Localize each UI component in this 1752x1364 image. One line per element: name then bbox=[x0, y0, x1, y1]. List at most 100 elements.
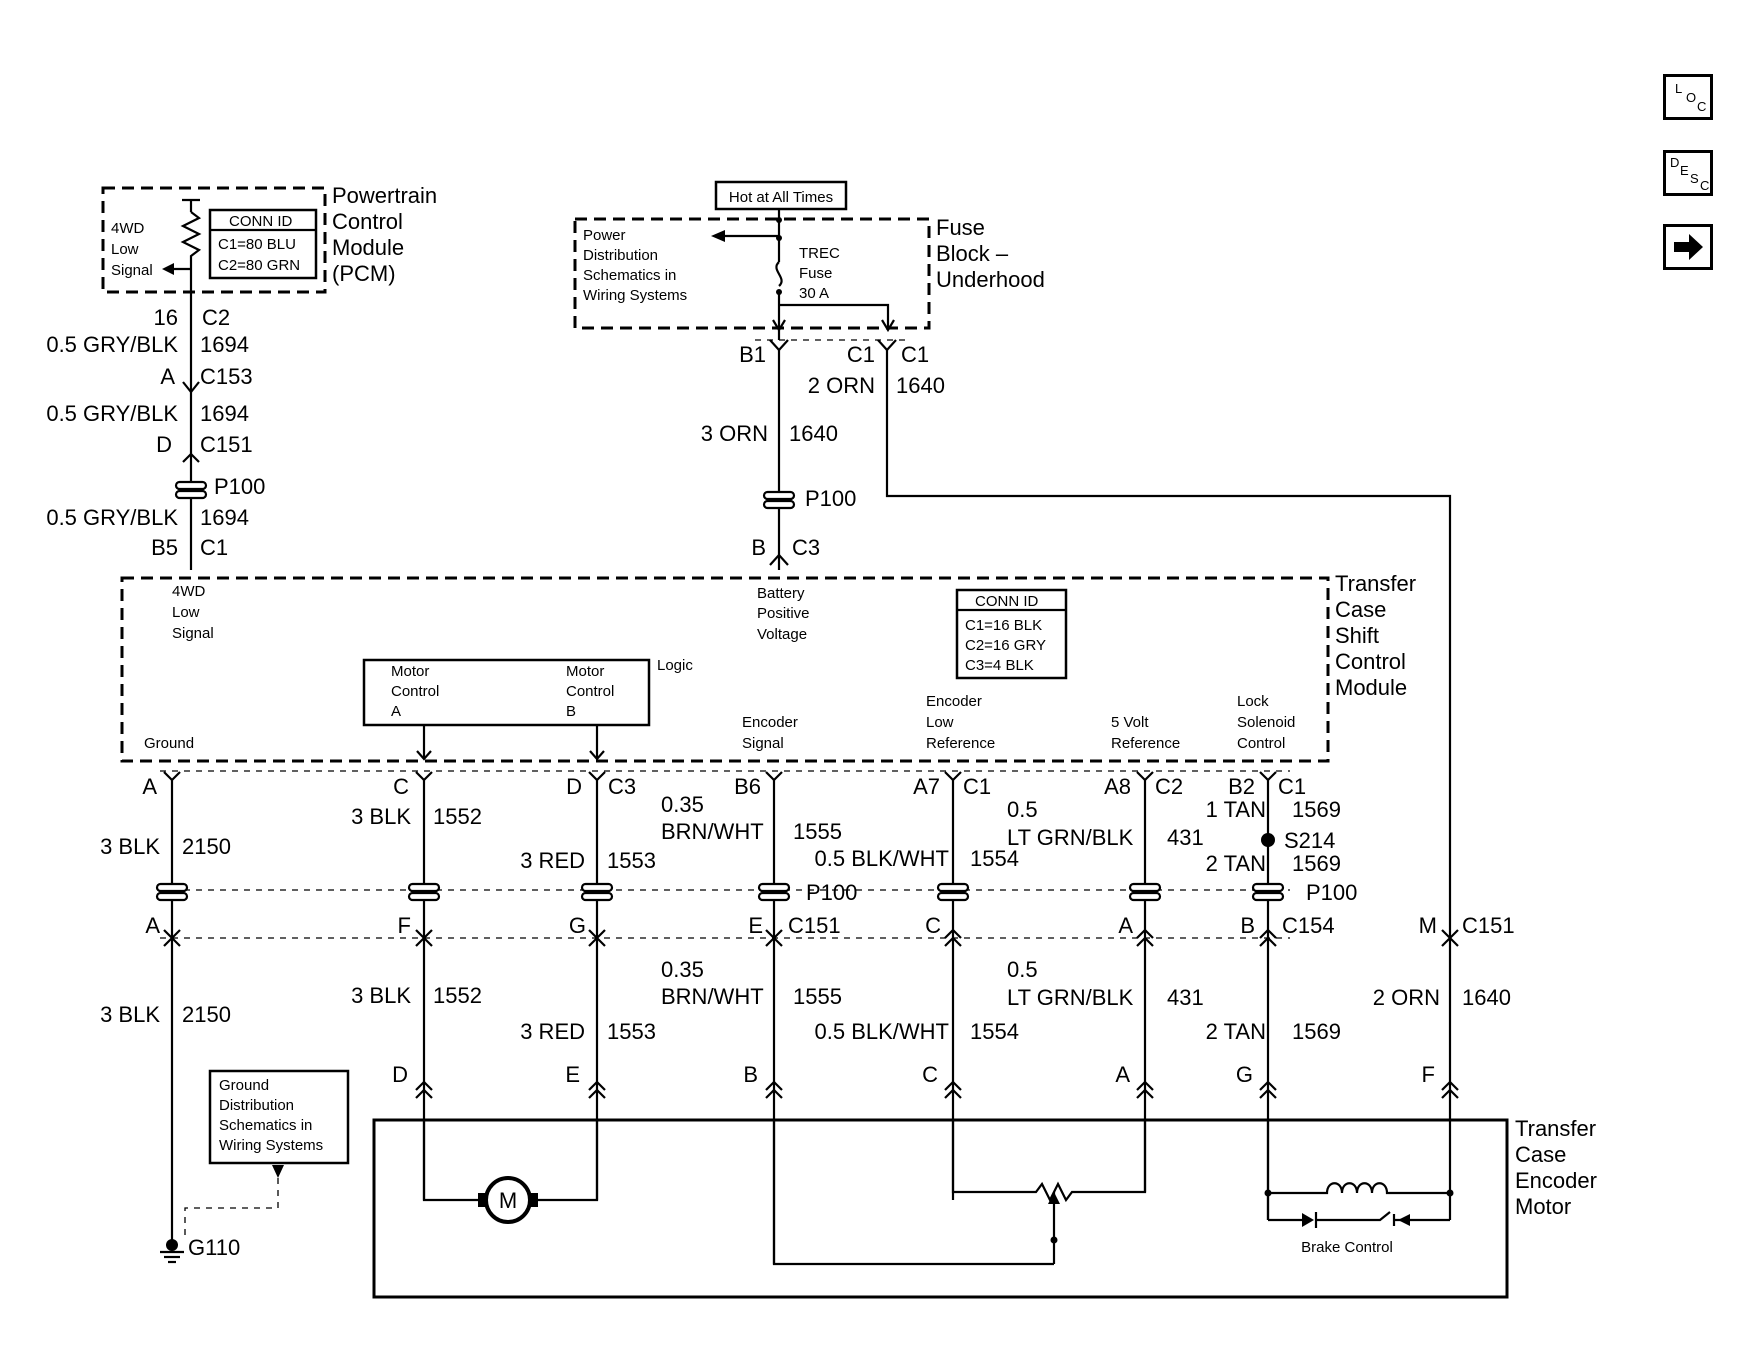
p100-connector-glyphs bbox=[155, 882, 1285, 902]
mid-p100: P100 bbox=[1306, 880, 1357, 905]
low-f: F bbox=[398, 913, 411, 938]
low-n2150: 2150 bbox=[182, 1002, 231, 1027]
mid-05: 0.5 bbox=[1007, 797, 1038, 822]
pcm-signal-1: 4WD bbox=[111, 220, 145, 237]
low-c: C bbox=[925, 913, 941, 938]
lock-solenoid-1: Lock bbox=[1237, 693, 1269, 710]
pcm-conn-id-box bbox=[208, 208, 318, 280]
mid-a: A bbox=[142, 774, 157, 799]
pcm-wire-label-7-right: 1694 bbox=[200, 505, 249, 530]
mid-ltgrn: LT GRN/BLK bbox=[1007, 825, 1134, 850]
tccm-battery-2: Positive bbox=[757, 605, 810, 622]
tccm-low-signal-3: Signal bbox=[172, 625, 214, 642]
power-ref-1: Power bbox=[583, 227, 626, 244]
mid-n1553: 1553 bbox=[607, 848, 656, 873]
encoder-title-3: Encoder bbox=[1515, 1168, 1597, 1193]
mid-1tan: 1 TAN bbox=[1206, 797, 1266, 822]
fuse-1640: 1640 bbox=[896, 373, 945, 398]
low-b: B bbox=[1240, 913, 1255, 938]
pcm-wire-label-4-left: 0.5 GRY/BLK bbox=[46, 401, 178, 426]
mid-blkwht: 0.5 BLK/WHT bbox=[815, 846, 949, 871]
five-volt-2: Reference bbox=[1111, 735, 1180, 752]
fuse-block-title-2: Block – bbox=[936, 241, 1009, 266]
motor-symbol-label: M bbox=[499, 1188, 517, 1213]
fuse-block-title-3: Underhood bbox=[936, 267, 1045, 292]
mid-n1554: 1554 bbox=[970, 846, 1019, 871]
encoder-title-2: Case bbox=[1515, 1142, 1566, 1167]
pcm-wire-label-3-right: C153 bbox=[200, 364, 253, 389]
pcm-title-1: Powertrain bbox=[332, 183, 437, 208]
loc-button[interactable]: L O C bbox=[1663, 74, 1713, 120]
pcm-wire-label-1-right: C2 bbox=[202, 305, 230, 330]
low-3red: 3 RED bbox=[520, 1019, 585, 1044]
fuse-label-2: Fuse bbox=[799, 265, 832, 282]
pin-e: E bbox=[565, 1062, 580, 1087]
low-blkwht: 0.5 BLK/WHT bbox=[815, 1019, 949, 1044]
pcm-signal-2: Low bbox=[111, 241, 139, 258]
low-3blk-1552: 3 BLK bbox=[351, 983, 411, 1008]
brake-control-label: Brake Control bbox=[1301, 1239, 1393, 1256]
pcm-wire-label-2-left: 0.5 GRY/BLK bbox=[46, 332, 178, 357]
mid-n431: 431 bbox=[1167, 825, 1204, 850]
lock-solenoid-2: Solenoid bbox=[1237, 714, 1295, 731]
mid-c3: C3 bbox=[608, 774, 636, 799]
tccm-low-signal-1: 4WD bbox=[172, 583, 206, 600]
pcm-wire-label-5-left: D bbox=[156, 432, 172, 457]
logic-output-arrows bbox=[416, 725, 605, 761]
pcm-wire-label-7-left: 0.5 GRY/BLK bbox=[46, 505, 178, 530]
pcm-wire-label-4-right: 1694 bbox=[200, 401, 249, 426]
tccm-title-1: Transfer bbox=[1335, 571, 1416, 596]
low-05: 0.5 bbox=[1007, 957, 1038, 982]
c151-c154-connector-glyphs bbox=[163, 928, 1459, 947]
low-a2: A bbox=[1118, 913, 1133, 938]
tccm-battery-3: Voltage bbox=[757, 626, 807, 643]
pcm-boundary bbox=[101, 186, 327, 294]
fuse-c1b: C1 bbox=[901, 342, 929, 367]
low-3blk-2150: 3 BLK bbox=[100, 1002, 160, 1027]
fuse-c3: C3 bbox=[792, 535, 820, 560]
tccm-conn-id-row-1: C1=16 BLK bbox=[965, 617, 1042, 634]
wire-1640-2orn bbox=[885, 350, 1452, 1120]
desc-letter-d: D bbox=[1670, 155, 1680, 170]
desc-button[interactable]: D E S C bbox=[1663, 150, 1713, 196]
mid-c1: C1 bbox=[963, 774, 991, 799]
hot-at-all-times-box bbox=[714, 180, 848, 211]
low-e: E bbox=[748, 913, 763, 938]
low-n1554: 1554 bbox=[970, 1019, 1019, 1044]
motor-symbol bbox=[484, 1176, 532, 1224]
fuse-p100: P100 bbox=[805, 486, 856, 511]
desc-letter-e: E bbox=[1680, 163, 1689, 178]
low-c154: C154 bbox=[1282, 913, 1335, 938]
mid-3blk-2150: 3 BLK bbox=[100, 834, 160, 859]
mid-n2150: 2150 bbox=[182, 834, 231, 859]
pcm-wire-label-6-right: P100 bbox=[214, 474, 265, 499]
low-2orn: 2 ORN bbox=[1373, 985, 1440, 1010]
pin-g: G bbox=[1236, 1062, 1253, 1087]
mid-n1569b: 1569 bbox=[1292, 851, 1341, 876]
low-2tan: 2 TAN bbox=[1206, 1019, 1266, 1044]
encoder-signal-1: Encoder bbox=[742, 714, 798, 731]
pin-f: F bbox=[1422, 1062, 1435, 1087]
tccm-title-4: Control bbox=[1335, 649, 1406, 674]
power-ref-3: Schematics in bbox=[583, 267, 676, 284]
pin-a: A bbox=[1115, 1062, 1130, 1087]
motor-b-2: Control bbox=[566, 683, 614, 700]
next-page-button[interactable] bbox=[1663, 224, 1713, 270]
low-brnwht: BRN/WHT bbox=[661, 984, 764, 1009]
ground-ref-1: Ground bbox=[219, 1077, 269, 1094]
low-g: G bbox=[569, 913, 586, 938]
tccm-conn-id-header: CONN ID bbox=[975, 593, 1039, 610]
five-volt-1: 5 Volt bbox=[1111, 714, 1149, 731]
pcm-conn-id-row-1: C1=80 BLU bbox=[218, 236, 296, 253]
mid-a7: A7 bbox=[913, 774, 940, 799]
tccm-title-3: Shift bbox=[1335, 623, 1379, 648]
motor-a-3: A bbox=[391, 703, 401, 720]
pcm-signal-3: Signal bbox=[111, 262, 153, 279]
pcm-connector-glyphs bbox=[174, 381, 208, 500]
fuse-b: B bbox=[751, 535, 766, 560]
mid-2tan: 2 TAN bbox=[1206, 851, 1266, 876]
loc-letter-l: L bbox=[1675, 81, 1683, 96]
mid-c1b: C1 bbox=[1278, 774, 1306, 799]
fuse-3orn: 3 ORN bbox=[701, 421, 768, 446]
fuse-symbol bbox=[772, 209, 895, 340]
